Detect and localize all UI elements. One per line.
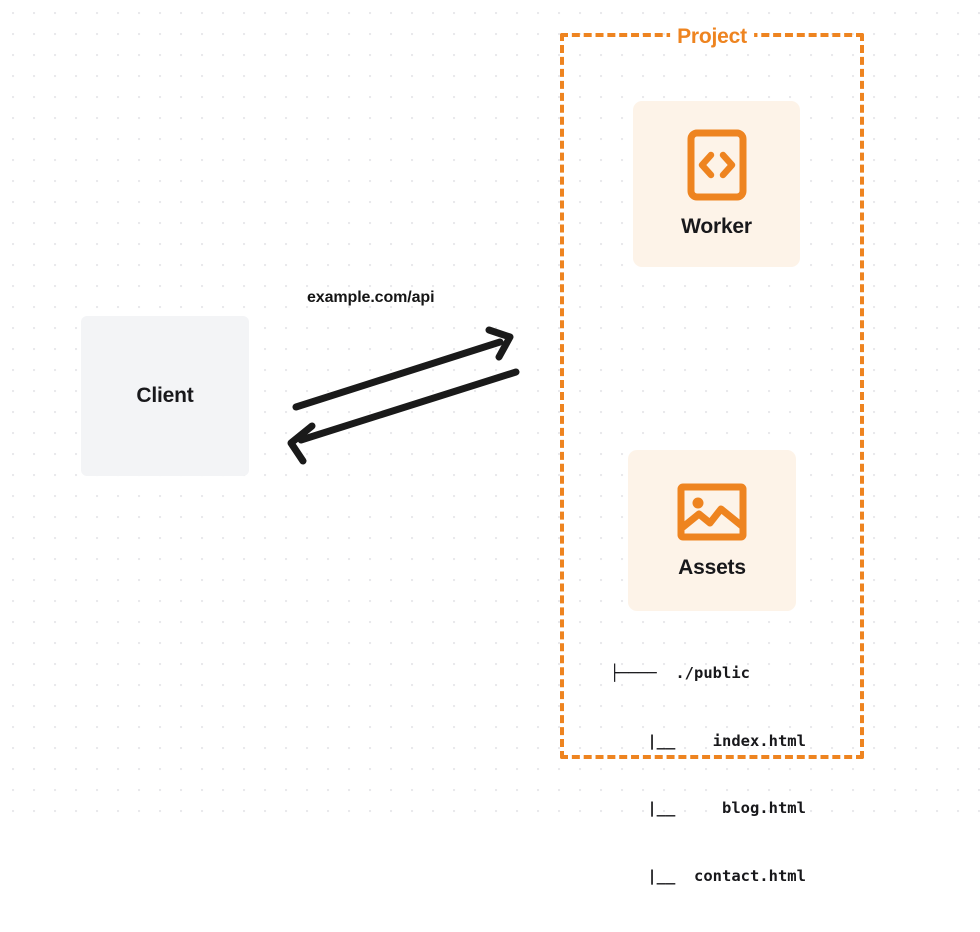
file-tree-line: |__ index.html [610, 731, 806, 750]
edge-label-api-endpoint: example.com/api [307, 289, 435, 306]
worker-card[interactable]: Worker [633, 101, 800, 267]
client-node-label: Client [136, 384, 194, 407]
file-tree-line: |__ contact.html [610, 866, 806, 885]
project-boundary: Project [560, 25, 864, 759]
client-node[interactable]: Client [81, 316, 249, 476]
assets-file-tree: ├──── ./public |__ index.html |__ blog.h… [610, 617, 806, 932]
response-arrow-icon [287, 368, 520, 465]
project-title: Project [670, 25, 754, 49]
assets-card[interactable]: Assets [628, 450, 796, 611]
assets-card-label: Assets [678, 555, 746, 579]
diagram-canvas: Client example.com/api Project Worker [0, 0, 980, 885]
worker-card-label: Worker [681, 215, 752, 238]
code-brackets-icon [687, 129, 746, 201]
request-arrow-icon [292, 326, 514, 411]
file-tree-line: |__ blog.html [610, 799, 806, 817]
file-tree-line: ├──── ./public [610, 664, 750, 682]
image-icon [677, 483, 747, 540]
